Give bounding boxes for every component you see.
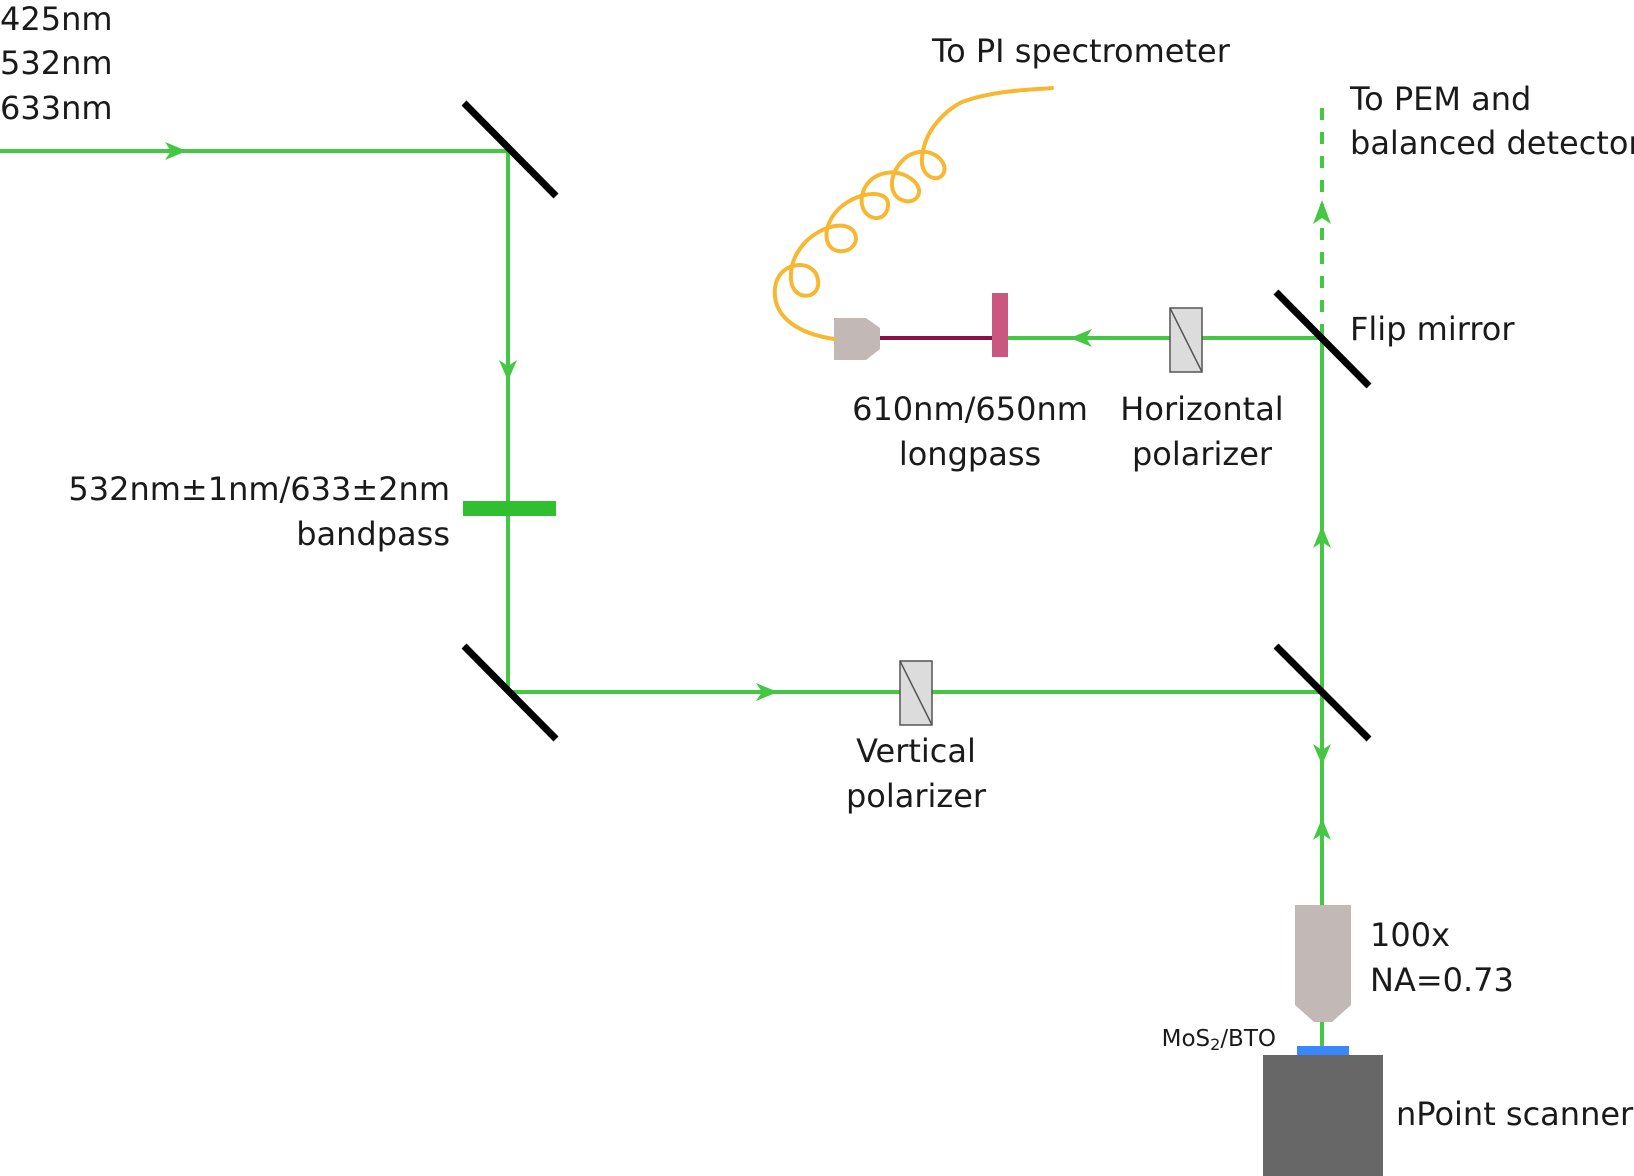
pem-label-line1: To PEM and [1349, 80, 1531, 118]
pem-label-line2: balanced detector [1350, 124, 1634, 162]
wavelength-label-1: 425nm [0, 0, 113, 38]
longpass-label-line2: longpass [899, 435, 1041, 473]
arrow-up-right-2 [1313, 818, 1331, 840]
bandpass-label-line1: 532nm±1nm/633±2nm [68, 470, 450, 508]
sample-label: MoS2/BTO [1162, 1026, 1276, 1054]
horizontal-polarizer-label-line1: Horizontal [1120, 390, 1283, 428]
objective-label-line1: 100x [1370, 916, 1450, 954]
sample-label-suffix: /BTO [1220, 1026, 1276, 1052]
arrow-right-input [165, 142, 187, 160]
vertical-polarizer [899, 660, 933, 726]
arrow-up-right-1 [1313, 526, 1331, 548]
arrow-right-lower [756, 683, 778, 701]
objective-label-line2: NA=0.73 [1370, 961, 1514, 999]
bandpass-filter [463, 501, 556, 516]
scanner-label: nPoint scanner [1396, 1095, 1634, 1133]
mirror-bottom-right [1273, 643, 1372, 742]
horizontal-polarizer-label-line2: polarizer [1132, 435, 1273, 473]
longpass-label-line1: 610nm/650nm [852, 390, 1088, 428]
sample-label-subscript: 2 [1210, 1035, 1220, 1054]
vertical-polarizer-label-line1: Vertical [856, 732, 976, 770]
wavelength-label-3: 633nm [0, 89, 113, 127]
flip-mirror-label: Flip mirror [1350, 310, 1515, 348]
arrow-left-upper [1070, 329, 1092, 347]
arrow-down-right [1313, 744, 1331, 765]
mirror-bottom-left [461, 643, 559, 742]
sample-mos2-bto [1297, 1046, 1349, 1055]
flip-mirror [1273, 289, 1372, 389]
spectrometer-label: To PI spectrometer [931, 32, 1231, 70]
horizontal-polarizer [1169, 307, 1203, 373]
npoint-scanner [1263, 1055, 1383, 1176]
fiber-coupler [834, 318, 880, 360]
vertical-polarizer-label-line2: polarizer [846, 777, 987, 815]
objective-lens [1295, 905, 1351, 1022]
longpass-filter [992, 293, 1008, 357]
optical-fiber [772, 86, 1054, 341]
sample-label-prefix: MoS [1162, 1026, 1211, 1052]
bandpass-label-line2: bandpass [296, 515, 450, 553]
mirror-top-left [461, 100, 559, 199]
wavelength-label-2: 532nm [0, 44, 113, 82]
arrow-up-pem [1313, 200, 1331, 224]
arrow-down-left [499, 360, 517, 381]
